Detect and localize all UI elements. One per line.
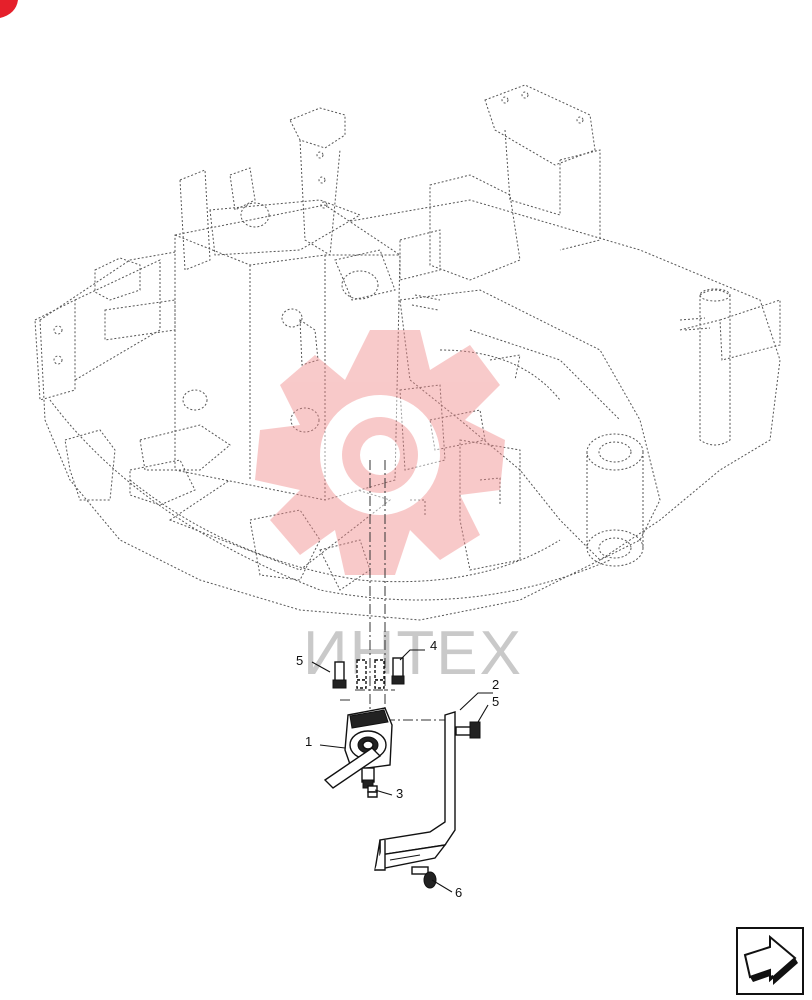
upper-frame-drawing	[34, 84, 781, 621]
leader-lines	[311, 649, 493, 893]
screw-6	[411, 866, 437, 889]
assembly-line	[340, 460, 445, 725]
callout-6: 6	[455, 885, 462, 900]
rotary-valve	[344, 707, 393, 789]
callout-2: 2	[492, 677, 499, 692]
callout-5-left: 5	[296, 653, 303, 668]
callout-5-right: 5	[492, 694, 499, 709]
bracket-bolt	[455, 721, 481, 739]
next-page-arrow-icon[interactable]	[736, 927, 804, 995]
fitting-3	[367, 785, 378, 798]
mount-bolts	[332, 657, 405, 689]
callout-3: 3	[396, 786, 403, 801]
watermark-logo	[255, 330, 505, 575]
bracket-plate	[374, 711, 456, 871]
callout-4: 4	[430, 638, 437, 653]
valve-lever	[323, 747, 382, 789]
corner-marker-icon	[0, 0, 18, 18]
callout-1: 1	[305, 734, 312, 749]
